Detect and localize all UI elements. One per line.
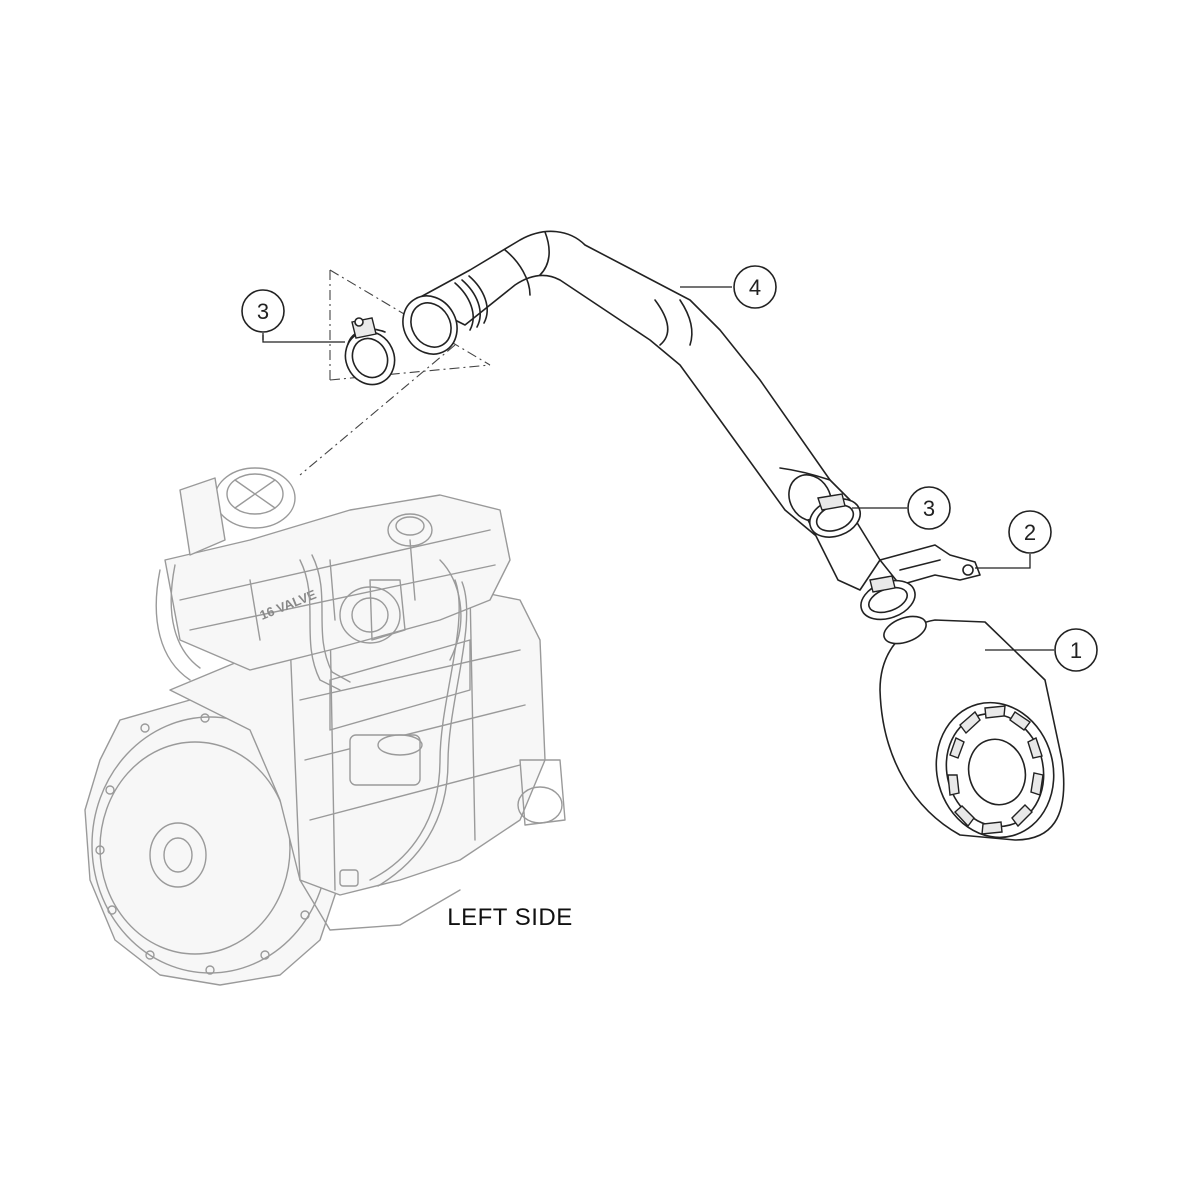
callout-number: 2 xyxy=(1024,520,1036,545)
callout-3-upper: 3 xyxy=(241,289,345,343)
engine-assembly: 16 VALVE xyxy=(84,467,566,986)
callout-1: 1 xyxy=(985,628,1098,672)
air-filter xyxy=(879,615,1065,841)
engine-intake-pipes xyxy=(155,554,468,887)
callout-number: 4 xyxy=(749,275,761,300)
callout-number: 3 xyxy=(923,496,935,521)
hose-clamp-lower xyxy=(809,493,861,538)
mounting-bracket xyxy=(860,544,981,621)
intake-tube xyxy=(402,230,881,591)
callout-2: 2 xyxy=(975,510,1052,569)
view-caption: LEFT SIDE xyxy=(447,904,572,931)
cylinder-head: 16 VALVE xyxy=(164,467,511,671)
callout-3-lower: 3 xyxy=(852,486,951,530)
callout-number: 1 xyxy=(1070,638,1082,663)
hose-clamp-upper xyxy=(344,317,396,386)
callout-number: 3 xyxy=(257,299,269,324)
engine-sump xyxy=(299,879,461,931)
callout-4: 4 xyxy=(680,265,777,309)
engine-sensor xyxy=(339,869,359,887)
